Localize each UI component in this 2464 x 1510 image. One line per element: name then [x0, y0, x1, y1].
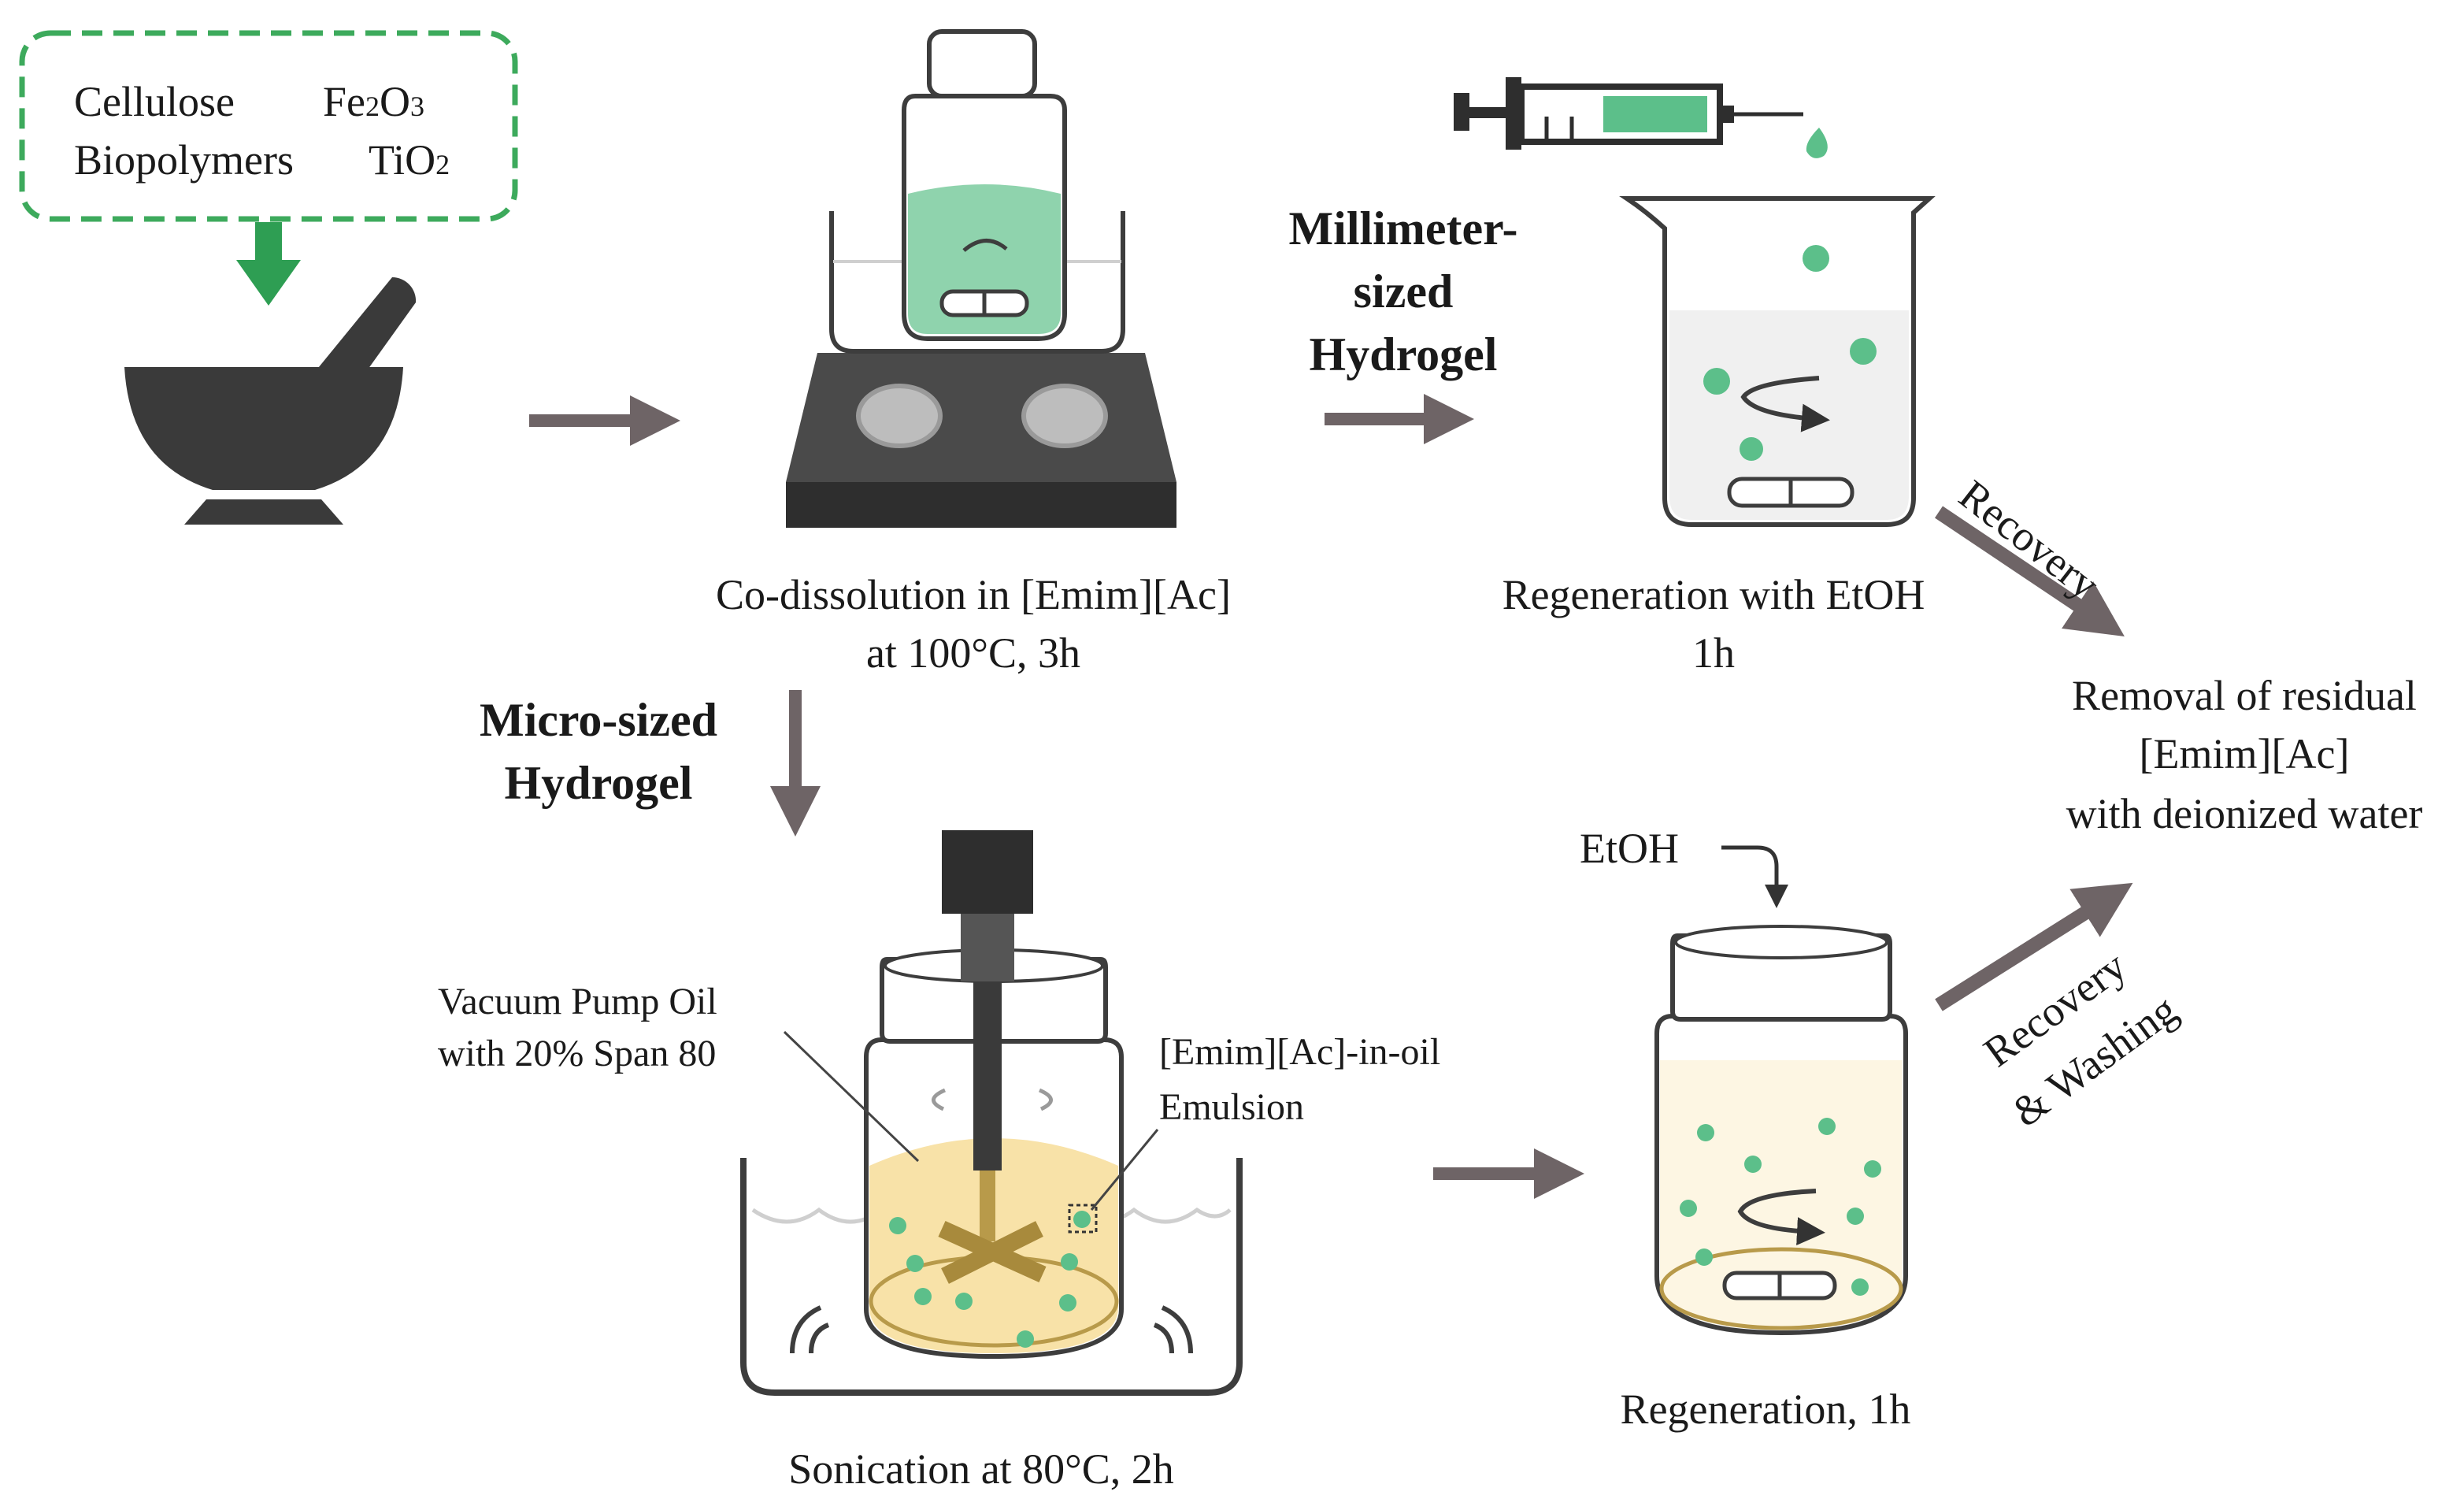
millimeter-label-line2: sized	[1353, 265, 1454, 317]
micro-label-line2: Hydrogel	[504, 757, 693, 809]
emulsion-label-line2: Emulsion	[1159, 1086, 1305, 1128]
materials-dashed-box	[19, 30, 518, 222]
oil-leader-line	[783, 1030, 920, 1163]
label-biopolymers: Biopolymers	[74, 136, 294, 184]
titania-base: TiO	[369, 136, 436, 184]
emulsion-leader-line	[1090, 1129, 1159, 1211]
emulsion-label-line1: [Emim][Ac]-in-oil	[1159, 1031, 1441, 1073]
emulsion-jar	[864, 830, 1124, 1360]
codissolution-label-line2: at 100°C, 3h	[865, 629, 1081, 677]
hotplate-stirrer	[786, 211, 1176, 528]
regen-1h-label: Regeneration, 1h	[1620, 1386, 1911, 1433]
label-iron-oxide: Fe2O3	[323, 80, 424, 123]
label-titania: TiO2	[369, 139, 450, 181]
removal-label-line1: Removal of residual	[2072, 672, 2417, 719]
mortar-pestle-icon	[124, 276, 417, 525]
titania-sub: 2	[435, 149, 450, 180]
hotplate-knob-right	[1021, 384, 1108, 448]
etoh-label: EtOH	[1580, 825, 1679, 872]
regen-etoh-label-line2: 1h	[1692, 629, 1735, 677]
regeneration-jar	[1654, 925, 1908, 1336]
iron-oxide-sub2: 3	[410, 91, 424, 122]
iron-oxide-base: Fe	[323, 78, 365, 125]
removal-label-line3: with deionized water	[2066, 790, 2423, 837]
codissolution-label-line1: Co-dissolution in [Emim][Ac]	[716, 571, 1231, 618]
syringe-icon	[1454, 77, 1828, 158]
hotplate-knob-left	[856, 384, 943, 448]
removal-label-line2: [Emim][Ac]	[2139, 730, 2350, 777]
iron-oxide-mid: O	[380, 78, 410, 125]
green-down-arrow	[236, 222, 301, 306]
iron-oxide-sub1: 2	[365, 91, 380, 122]
recovery-arrow-top	[1934, 506, 2125, 637]
recovery-washing-arrow	[1935, 882, 2133, 1011]
micro-label-line1: Micro-sized	[479, 694, 718, 746]
sonication-label: Sonication at 80°C, 2h	[788, 1445, 1174, 1493]
etoh-pour-arrow	[1721, 845, 1788, 908]
millimeter-label-line3: Hydrogel	[1309, 328, 1498, 380]
label-cellulose: Cellulose	[74, 78, 235, 125]
dissolution-jar	[902, 29, 1067, 341]
beaker-regeneration	[1619, 196, 1936, 527]
oil-label-line1: Vacuum Pump Oil	[438, 981, 717, 1022]
millimeter-label-line1: Millimeter-	[1288, 202, 1518, 254]
oil-label-line2: with 20% Span 80	[438, 1033, 717, 1074]
regen-etoh-label-line1: Regeneration with EtOH	[1502, 571, 1925, 618]
